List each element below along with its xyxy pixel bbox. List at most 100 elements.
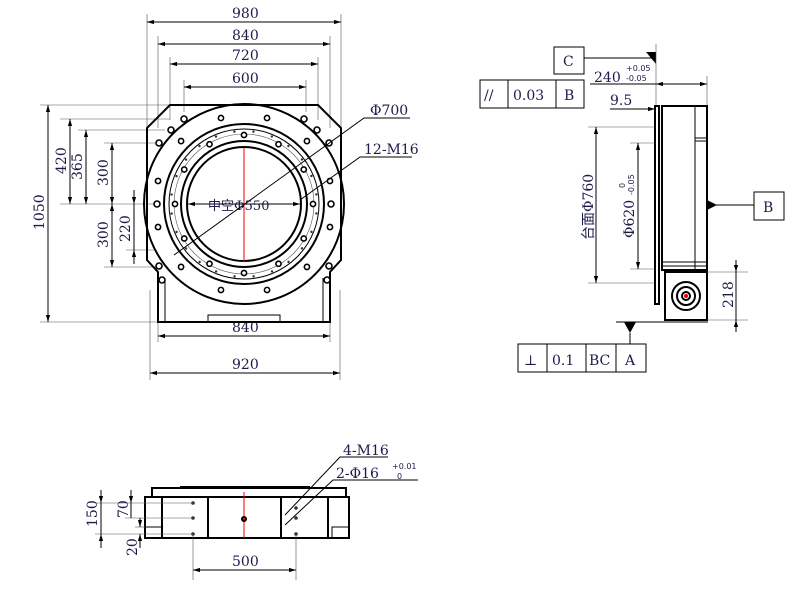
pin-dot — [287, 260, 290, 264]
pin-dot — [270, 270, 274, 273]
pin-dot — [175, 230, 178, 234]
pins-tol-upper: +0.01 — [392, 462, 417, 471]
datum-a: A — [624, 353, 636, 369]
parallel-value: 0.03 — [513, 88, 544, 104]
leader-pins — [284, 479, 418, 526]
m16-hole — [206, 140, 213, 148]
pin-dot — [214, 135, 218, 138]
dim-300-lower: 300 — [96, 221, 112, 248]
ring-hole — [326, 177, 334, 185]
parallelism-frame: // 0.03 B — [479, 79, 585, 109]
pin-dot — [175, 174, 178, 178]
m16-hole — [180, 235, 188, 242]
pin-dot — [233, 130, 236, 133]
hollow-label: 中空Φ550 — [208, 199, 269, 214]
plate-hole — [155, 262, 163, 270]
pin-dot — [170, 193, 173, 196]
dim-620: Φ620 — [622, 200, 638, 238]
m16-hole — [171, 200, 179, 208]
pin-dot — [184, 247, 188, 250]
dim-840-top: 840 — [232, 28, 259, 44]
pin-dot — [252, 130, 255, 133]
dim-420: 420 — [54, 147, 70, 174]
m16-hole — [240, 131, 248, 139]
perp-value: 0.1 — [552, 353, 574, 369]
plate-hole — [180, 115, 188, 123]
ring-hole — [263, 286, 271, 294]
pin-dot — [198, 260, 201, 264]
leader-threads — [299, 156, 412, 201]
base-notch — [207, 314, 281, 322]
table-flange — [654, 105, 660, 305]
dim-365: 365 — [70, 153, 86, 180]
datum-b: B — [763, 200, 773, 216]
ring-hole — [154, 177, 162, 185]
dim-240-tol-lower: -0.05 — [626, 74, 647, 83]
dim-620-tol-upper: 0 — [618, 183, 627, 188]
dim-240-tol-upper: +0.05 — [626, 64, 651, 73]
dim-920: 920 — [232, 357, 259, 373]
leader-threads-front — [284, 456, 388, 516]
dim-620-tol-lower: -0.05 — [627, 174, 636, 195]
m16-hole — [206, 260, 213, 268]
m16-hole — [300, 235, 308, 242]
perpendicularity-frame: ⊥ 0.1 BC — [517, 343, 617, 373]
plate-hole — [325, 262, 333, 270]
dim-720: 720 — [232, 48, 259, 64]
ring-hole — [326, 223, 334, 231]
m16-hole — [275, 260, 282, 268]
pin-dot — [270, 135, 274, 138]
pin-dot — [310, 230, 313, 234]
parallel-datum: B — [564, 88, 574, 104]
dim-500: 500 — [232, 554, 259, 570]
dim-20: 20 — [125, 538, 141, 556]
ring-hole — [177, 137, 185, 145]
dim-980: 980 — [232, 6, 259, 22]
pins-tol-lower: 0 — [397, 472, 402, 481]
pin-dot — [170, 212, 173, 215]
pin-dot — [198, 144, 201, 148]
hollow-bore — [180, 140, 308, 268]
dim-300-upper: 300 — [96, 159, 112, 186]
plate-hole — [158, 276, 166, 284]
dim-760: 台面Φ760 — [581, 174, 597, 240]
side-view: C // 0.03 B 240 +0.05 -0.05 9.5 — [479, 44, 785, 373]
plate-hole — [313, 126, 321, 134]
datum-a-box — [615, 343, 647, 373]
pin-dot — [310, 174, 313, 178]
outer-ring — [143, 103, 345, 305]
datum-c-box — [553, 46, 585, 75]
front-threads-callout: 4-M16 — [343, 443, 389, 459]
m16-hole — [180, 166, 188, 173]
plate-hole — [153, 200, 161, 208]
ring-hole — [217, 286, 225, 294]
plate-hole — [327, 200, 335, 208]
dim-240: 240 — [594, 70, 621, 86]
m16-hole — [240, 269, 248, 277]
plate-hole — [300, 115, 308, 123]
pin-dot — [315, 212, 318, 215]
dim-840-bottom: 840 — [232, 320, 259, 336]
perp-datum: BC — [589, 353, 610, 369]
ring-hole — [217, 114, 225, 122]
ring-hole — [303, 263, 311, 271]
dim-220: 220 — [118, 215, 134, 242]
pin-dot — [214, 270, 218, 273]
dim-600: 600 — [232, 71, 259, 87]
perp-symbol: ⊥ — [524, 353, 537, 369]
bore-callout: Φ700 — [370, 103, 408, 119]
pin-dot — [300, 158, 304, 161]
datum-b-box — [753, 191, 785, 221]
pin-dot — [252, 275, 255, 278]
pin-dot — [315, 193, 318, 196]
plate-hole — [323, 276, 331, 284]
ring-hole — [303, 137, 311, 145]
parallel-symbol: // — [484, 88, 494, 104]
datum-c: C — [563, 54, 574, 70]
threads-callout: 12-M16 — [364, 142, 419, 158]
pin-dot — [184, 158, 188, 161]
ring-hole — [263, 114, 271, 122]
front-body — [144, 496, 350, 539]
